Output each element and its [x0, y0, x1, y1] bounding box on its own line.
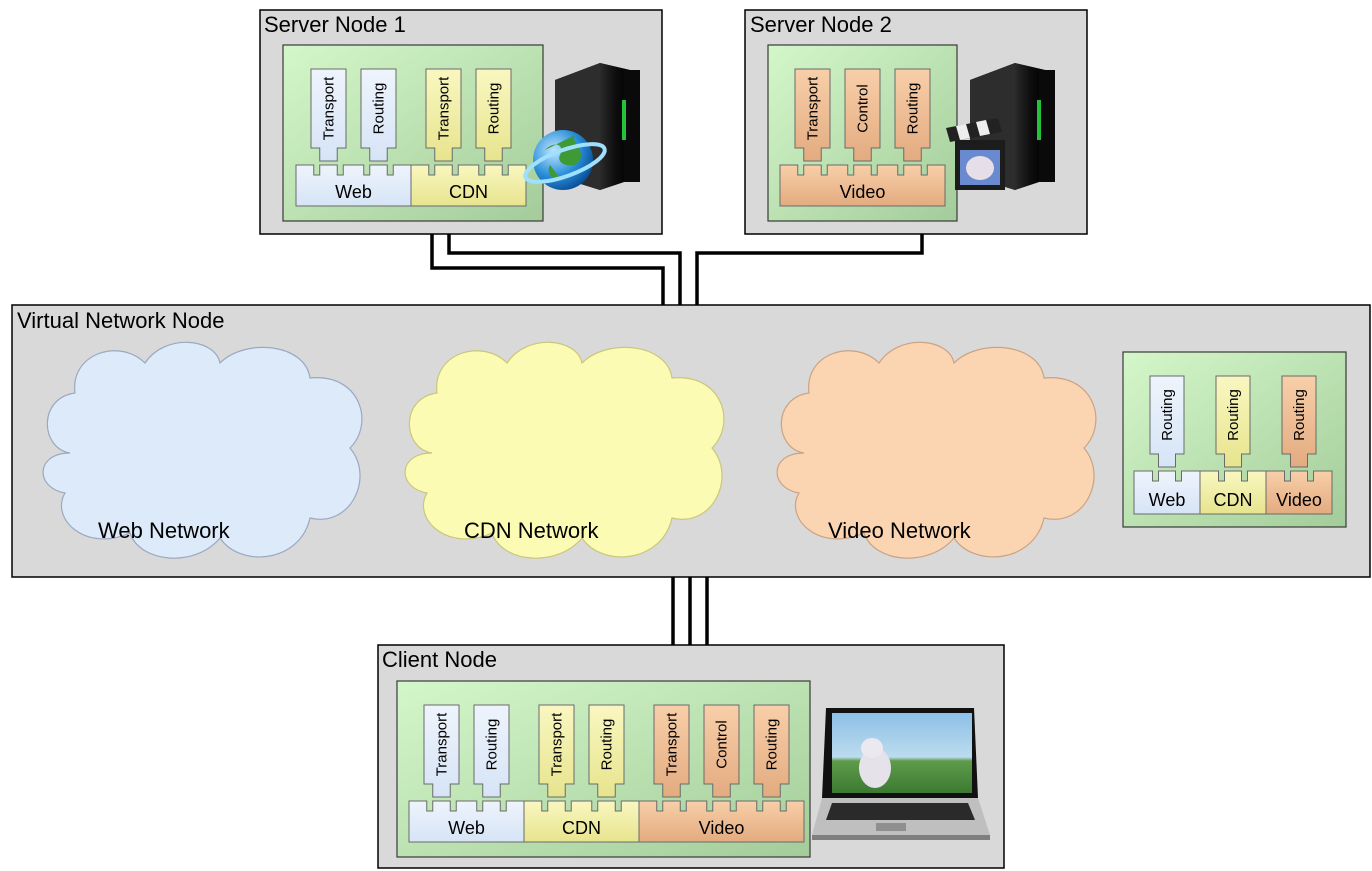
module-card-routing — [1215, 375, 1251, 468]
service-label-video: Video — [1276, 490, 1322, 510]
module-card-routing — [894, 68, 931, 162]
module-label-routing: Routing — [371, 83, 388, 135]
virtual-network-node-title: Virtual Network Node — [17, 308, 224, 333]
service-label-video: Video — [840, 182, 886, 202]
service-label-web: Web — [1149, 490, 1186, 510]
web-network-label: Web Network — [98, 518, 231, 543]
service-block-web — [408, 800, 525, 843]
module-card-routing — [1149, 375, 1185, 468]
virtual-network-node: Virtual Network Node Web Network CDN Net… — [11, 304, 1371, 578]
module-label-routing: Routing — [764, 719, 781, 771]
module-card-routing — [360, 68, 397, 162]
server2-services: Video Transport Control Routing — [779, 68, 946, 207]
module-card-control — [703, 704, 740, 798]
module-card-control — [844, 68, 881, 162]
service-block-cdn — [523, 800, 640, 843]
module-card-routing — [588, 704, 625, 798]
service-block-video — [779, 164, 946, 207]
service-label-cdn: CDN — [1214, 490, 1253, 510]
module-label-transport: Transport — [664, 712, 681, 776]
module-label-routing: Routing — [1291, 389, 1308, 441]
cdn-network-label: CDN Network — [464, 518, 599, 543]
client-node-title: Client Node — [382, 647, 497, 672]
module-label-routing: Routing — [905, 83, 922, 135]
module-card-transport — [538, 704, 575, 798]
wire-server1-b — [447, 234, 682, 305]
wire-server1-a — [430, 234, 665, 305]
module-label-transport: Transport — [436, 76, 453, 140]
module-card-transport — [653, 704, 690, 798]
module-label-routing: Routing — [599, 719, 616, 771]
server-node-2-title: Server Node 2 — [750, 12, 892, 37]
module-card-transport — [425, 68, 462, 162]
service-block-video — [638, 800, 805, 843]
module-label-transport: Transport — [805, 76, 822, 140]
module-label-control: Control — [714, 720, 731, 768]
wire-server2 — [695, 234, 924, 305]
module-label-control: Control — [855, 84, 872, 132]
server-globe-icon — [523, 63, 640, 190]
module-card-routing — [753, 704, 790, 798]
service-block-cdn — [410, 164, 527, 207]
module-card-routing — [475, 68, 512, 162]
module-label-routing: Routing — [1159, 389, 1176, 441]
video-network-label: Video Network — [828, 518, 972, 543]
module-label-routing: Routing — [1225, 389, 1242, 441]
module-card-transport — [310, 68, 347, 162]
service-label-web: Web — [335, 182, 372, 202]
module-label-transport: Transport — [549, 712, 566, 776]
server-video-icon — [946, 63, 1055, 190]
service-label-web: Web — [448, 818, 485, 838]
server-node-1-title: Server Node 1 — [264, 12, 406, 37]
module-card-routing — [473, 704, 510, 798]
service-block-web — [295, 164, 412, 207]
module-card-transport — [794, 68, 831, 162]
server-node-2: Server Node 2 Video Transport Control Routi… — [744, 9, 1088, 235]
service-label-cdn: CDN — [449, 182, 488, 202]
connection-wires — [430, 234, 924, 645]
module-label-transport: Transport — [321, 76, 338, 140]
module-label-transport: Transport — [434, 712, 451, 776]
service-label-video: Video — [699, 818, 745, 838]
module-label-routing: Routing — [486, 83, 503, 135]
service-label-cdn: CDN — [562, 818, 601, 838]
module-card-transport — [423, 704, 460, 798]
module-label-routing: Routing — [484, 719, 501, 771]
laptop-icon — [812, 708, 990, 840]
module-card-routing — [1281, 375, 1317, 468]
service-block-video — [1265, 470, 1333, 515]
